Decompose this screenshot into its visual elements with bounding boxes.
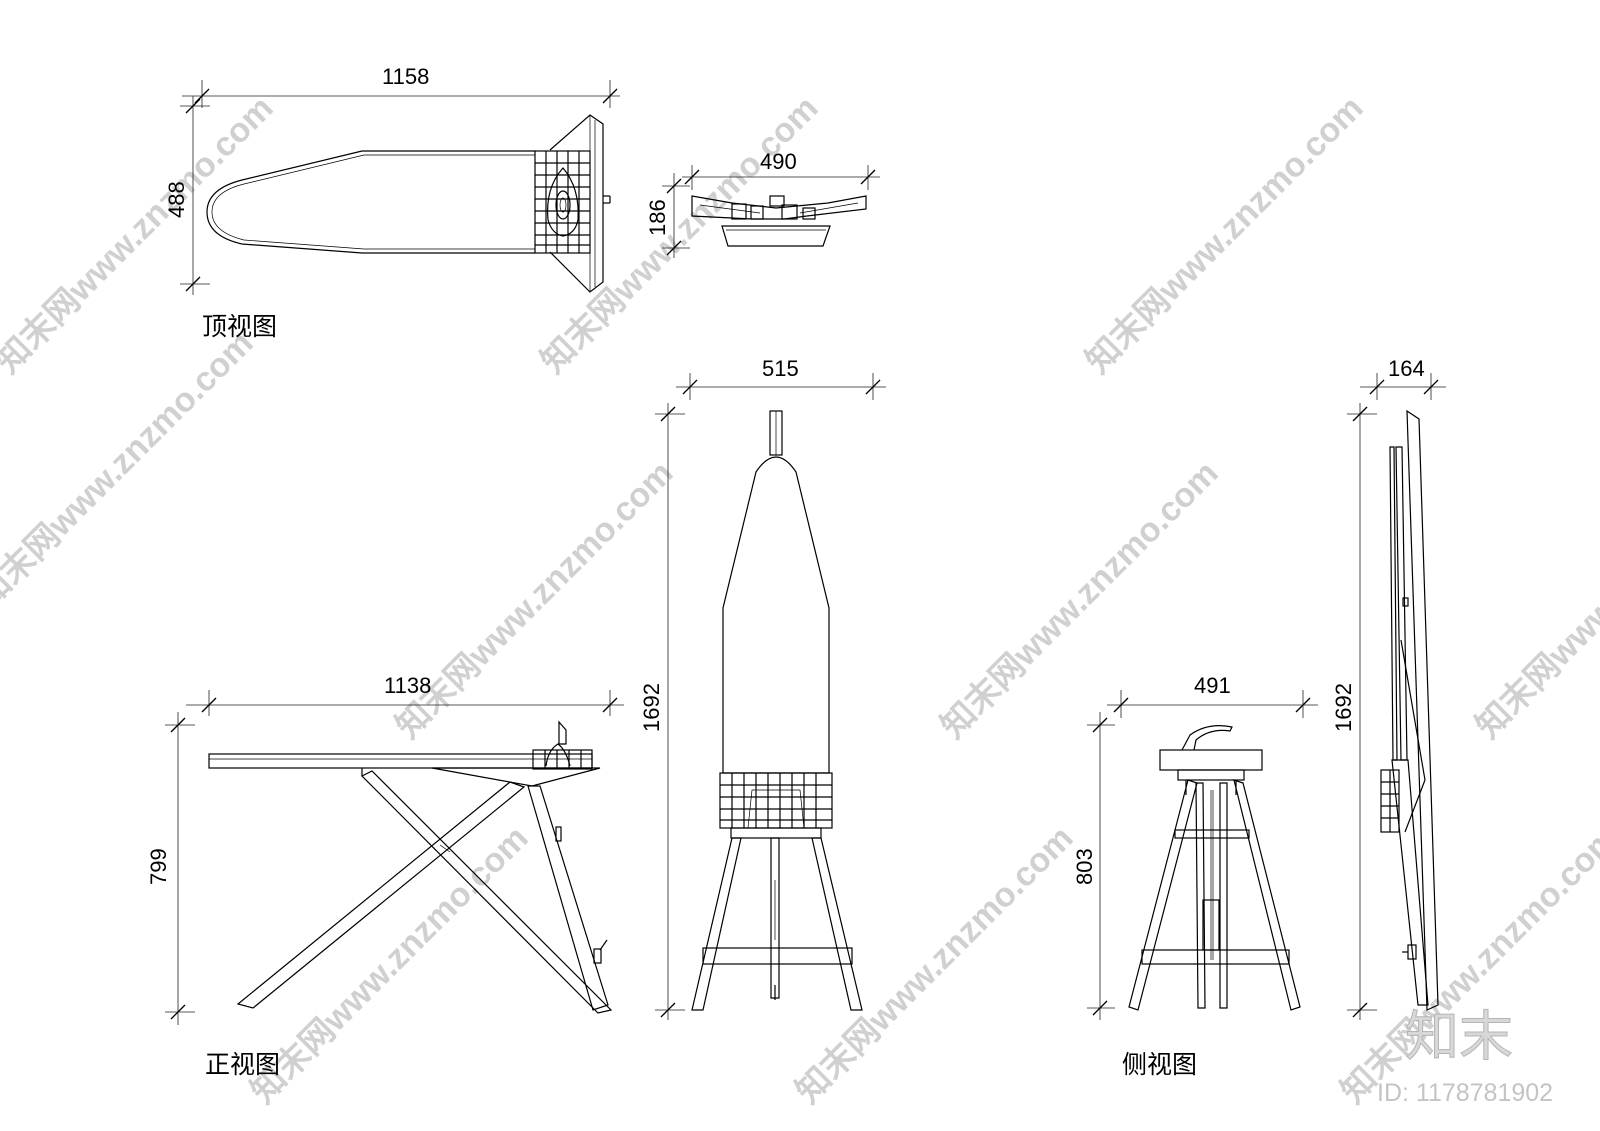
- front-view: 1138 799 正视图: [146, 673, 624, 1079]
- side-width-dimension: 491: [1194, 673, 1231, 698]
- watermark-text: 知末网www.znzmo.com: [0, 324, 261, 616]
- side-view-label: 侧视图: [1122, 1050, 1197, 1079]
- front-height-dimension: 799: [146, 848, 171, 885]
- folded-width-dimension: 515: [762, 356, 799, 381]
- watermark-text: 知末网www.znzmo.com: [389, 454, 681, 746]
- folded-front-view: 515 1692: [639, 356, 886, 1020]
- brand-logo: 知末: [1405, 1005, 1513, 1068]
- top-length-dimension: 1158: [382, 64, 429, 89]
- watermark-text: 知末网www.znzmo.com: [1079, 89, 1371, 381]
- folded-side-height-dimension: 1692: [1331, 683, 1356, 732]
- top-width-dimension: 488: [164, 181, 189, 218]
- top-view: 1158 488 顶视图: [164, 64, 620, 341]
- image-id: ID: 1178781902: [1377, 1079, 1553, 1107]
- end-height-dimension: 186: [645, 199, 670, 236]
- watermark-text: 知末网www.znzmo.com: [934, 454, 1226, 746]
- watermark-text: 知末网www.znzmo.com: [244, 819, 536, 1111]
- folded-height-dimension: 1692: [639, 683, 664, 732]
- side-view: 491 803 侧视图: [1072, 673, 1318, 1079]
- top-view-label: 顶视图: [202, 312, 277, 341]
- watermark-text: 知末网www.znzmo.com: [789, 819, 1081, 1111]
- side-height-dimension: 803: [1072, 848, 1097, 885]
- end-width-dimension: 490: [760, 149, 797, 174]
- folded-side-view: 164 1692: [1331, 356, 1446, 1020]
- front-length-dimension: 1138: [384, 673, 431, 698]
- folded-depth-dimension: 164: [1388, 356, 1425, 381]
- top-end-view: 490 186: [645, 149, 880, 258]
- front-view-label: 正视图: [205, 1050, 280, 1079]
- watermark-text: 知末网www.znzmo.com: [1469, 454, 1600, 746]
